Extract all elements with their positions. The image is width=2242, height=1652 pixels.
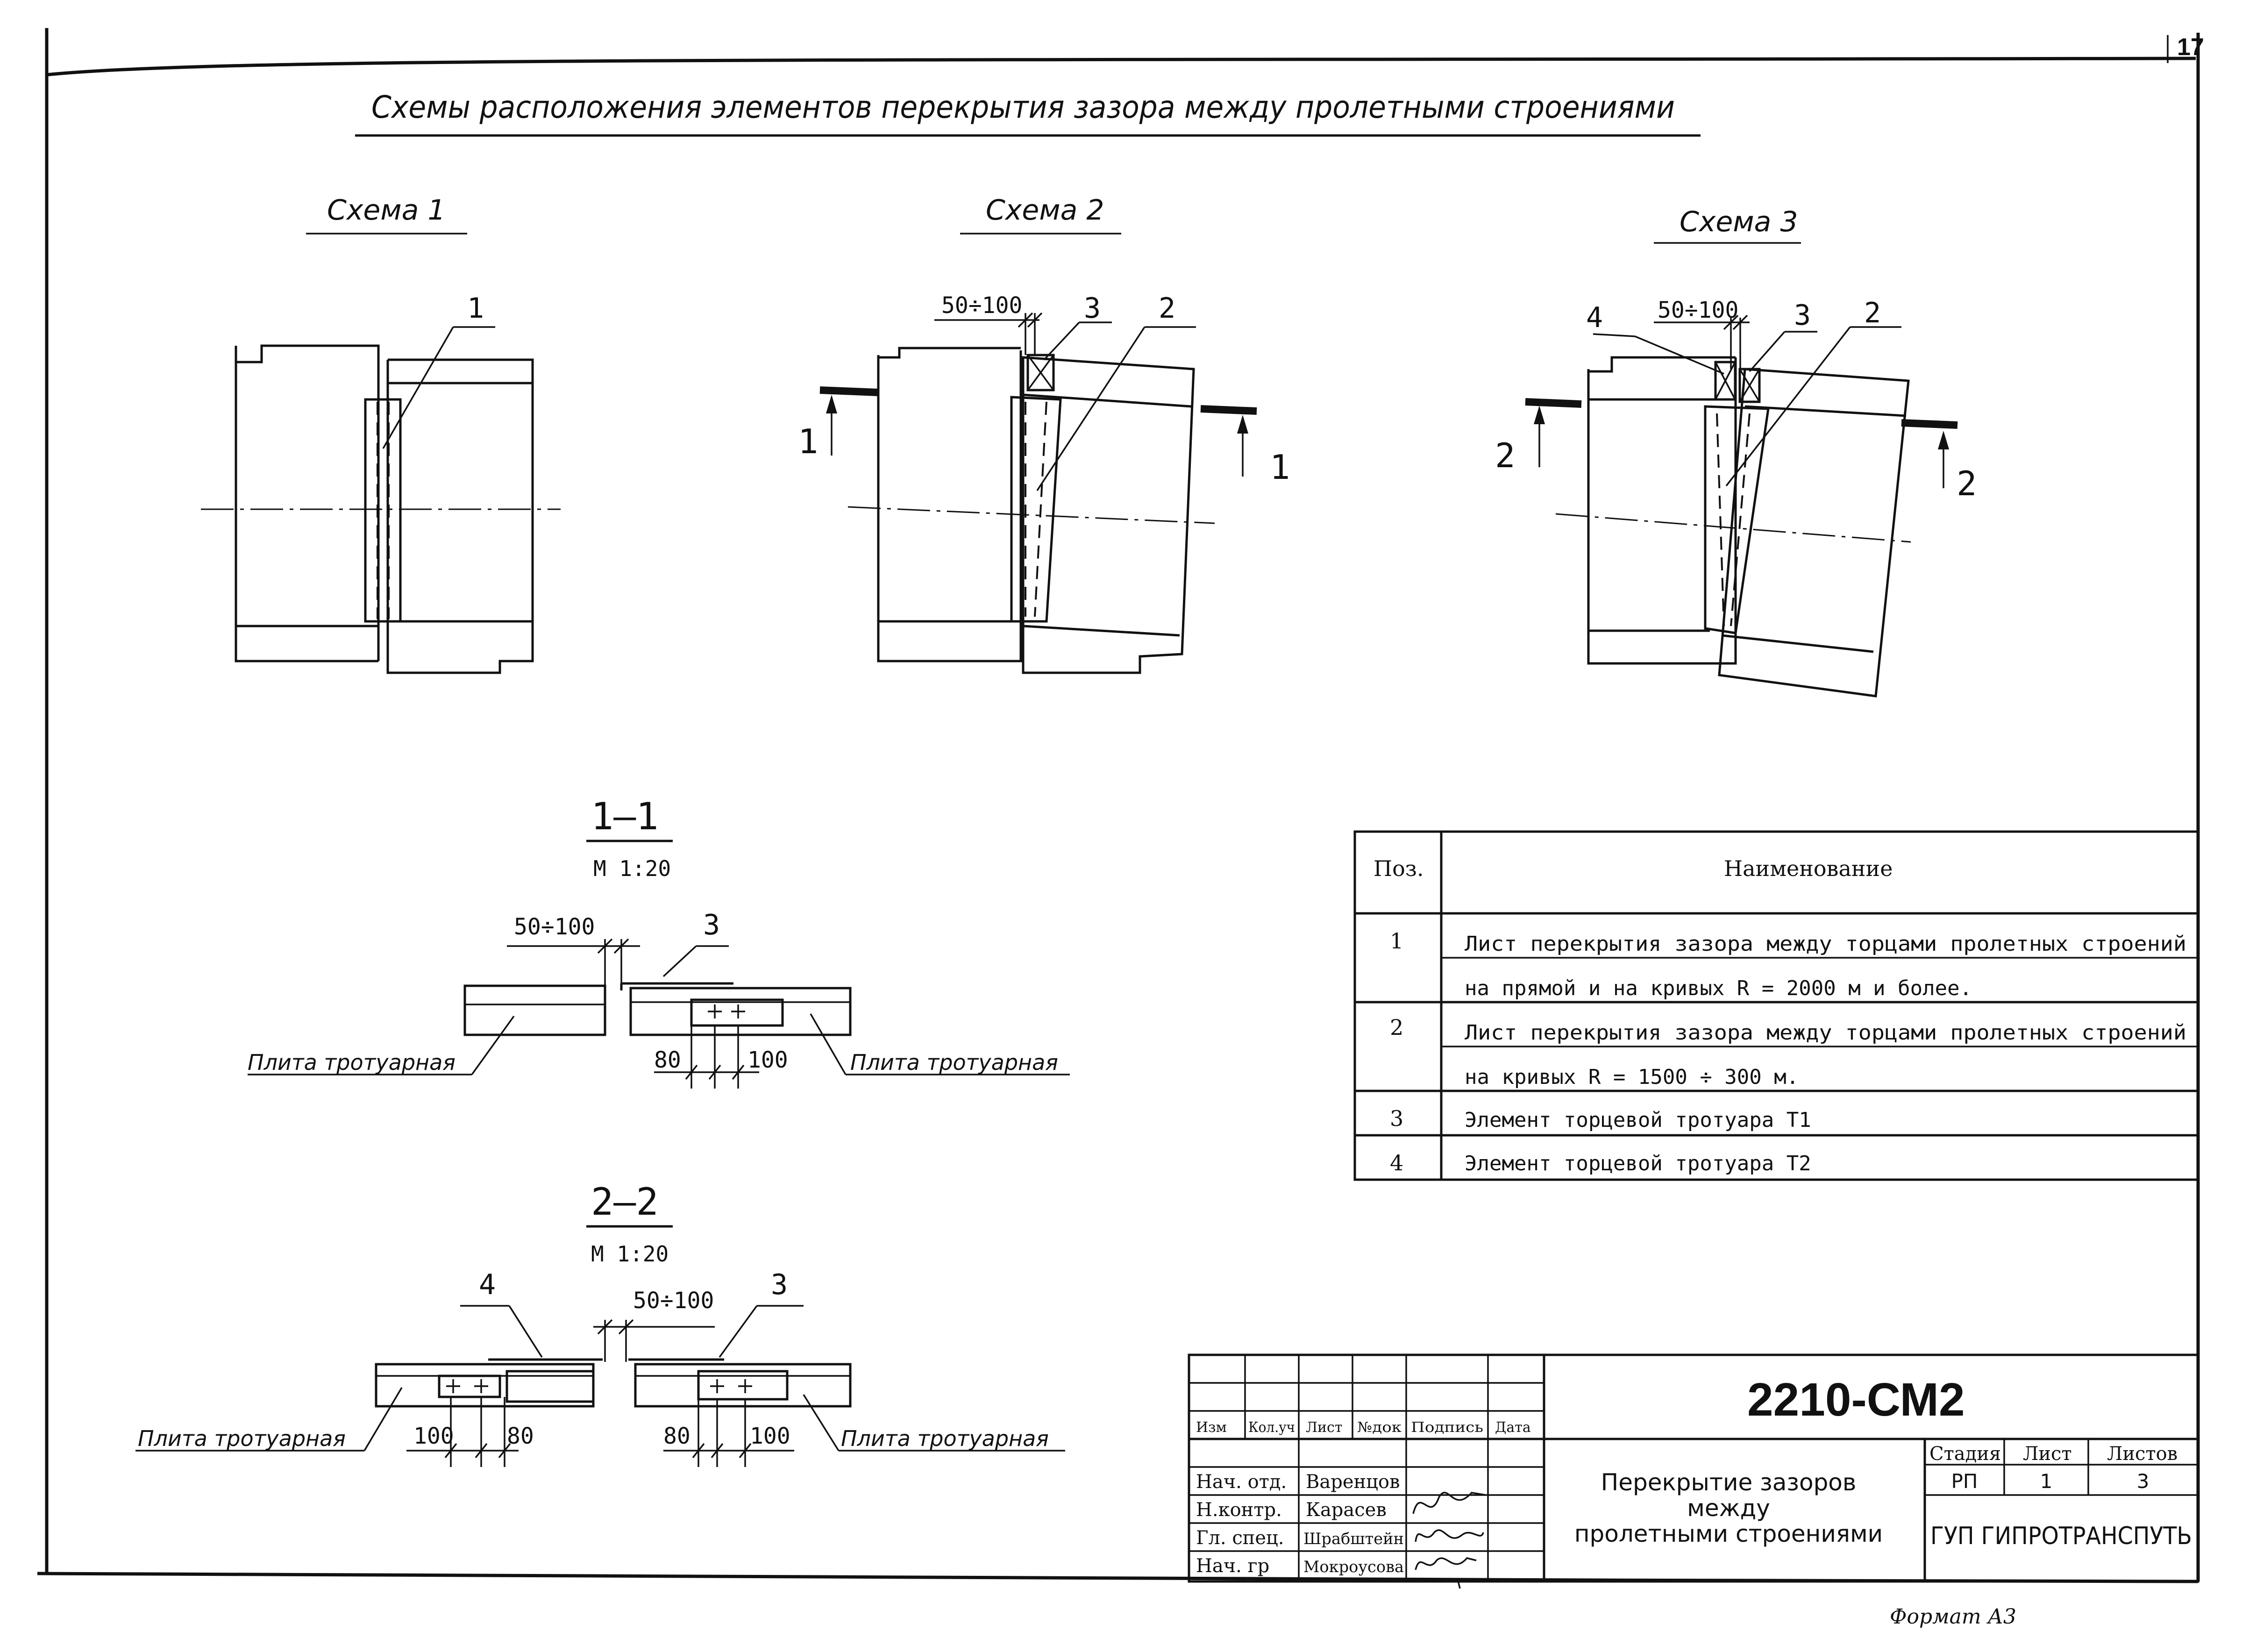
title-block: Изм Кол.уч Лист №док Подпись Дата Нач. о…: [1188, 1353, 2199, 1589]
section-2-2-dim-right-80: 80: [663, 1423, 690, 1449]
scheme-3-callout-4: 4: [1586, 301, 1603, 334]
tb-desc-2: между: [1687, 1495, 1770, 1522]
tb-sheet-header: Лист: [2023, 1443, 2072, 1465]
tb-name-1: Варенцов: [1306, 1471, 1400, 1493]
tb-stage-value: РП: [1951, 1470, 1978, 1493]
scheme-2-callout-2: 2: [1159, 292, 1175, 325]
spec-row-4-pos: 4: [1390, 1150, 1403, 1175]
section-1-1-gap-dim: 50÷100: [514, 914, 595, 940]
scheme-1: Схема 1 1: [201, 194, 561, 674]
tb-stage-header: Стадия: [1929, 1443, 2001, 1465]
section-2-2-label: 2–2: [591, 1180, 659, 1224]
scheme-3: Схема 3 50÷100 4 3: [1495, 206, 1977, 698]
tb-desc-3: пролетными строениями: [1574, 1520, 1883, 1547]
tb-role-1: Нач. отд.: [1196, 1471, 1287, 1493]
sheet-number: 17: [2177, 34, 2204, 61]
spec-table: Поз. Наименование 1 Лист перекрытия зазо…: [1353, 830, 2199, 1181]
section-2-2-callout-3: 3: [771, 1268, 788, 1301]
section-2-2-slab-left: Плита тротуарная: [138, 1426, 346, 1451]
section-2-2-dim-right-100: 100: [750, 1423, 790, 1449]
scheme-2-section-mark-left: 1: [798, 422, 818, 461]
tb-role-3: Гл. спец.: [1196, 1527, 1284, 1549]
scheme-2-dim: 50÷100: [941, 292, 1022, 319]
tb-sheets-value: 3: [2137, 1470, 2149, 1493]
tb-col-podpis: Подпись: [1411, 1419, 1483, 1436]
section-2-2-slab-right: Плита тротуарная: [841, 1426, 1049, 1451]
tb-col-izm: Изм: [1196, 1419, 1227, 1436]
spec-row-4-name: Элемент торцевой тротуара Т2: [1465, 1152, 1811, 1175]
section-1-1-dim-80: 80: [654, 1047, 681, 1073]
spec-header-pos: Поз.: [1374, 856, 1424, 881]
tb-role-4: Нач. гр: [1196, 1555, 1269, 1577]
spec-row-2-name: Лист перекрытия зазора между торцами про…: [1465, 1021, 2186, 1045]
sheet-frame: [37, 28, 2200, 1583]
tb-col-list: Лист: [1306, 1419, 1342, 1436]
spec-row-2-pos: 2: [1390, 1015, 1403, 1040]
tb-role-2: Н.контр.: [1196, 1499, 1282, 1521]
tb-col-koluch: Кол.уч: [1248, 1419, 1295, 1436]
signature-mokrousova: [1415, 1557, 1477, 1589]
spec-row-2b-name: на кривых R = 1500 ÷ 300 м.: [1465, 1065, 1799, 1089]
scheme-3-dim: 50÷100: [1658, 297, 1738, 323]
tb-code: 2210-СМ2: [1747, 1374, 1965, 1426]
spec-row-1b-name: на прямой и на кривых R = 2000 м и более…: [1465, 976, 1972, 1000]
drawing-title: Схемы расположения элементов перекрытия …: [371, 89, 1675, 125]
spec-row-1-pos: 1: [1390, 928, 1403, 954]
tb-sheets-header: Листов: [2107, 1443, 2178, 1465]
section-1-1-dim-100: 100: [747, 1047, 788, 1073]
tb-col-data: Дата: [1495, 1419, 1531, 1436]
tb-name-2: Карасев: [1306, 1499, 1387, 1521]
tb-name-4: Мокроусова: [1303, 1558, 1404, 1576]
signature-karasev: [1412, 1492, 1486, 1514]
scheme-3-label: Схема 3: [1680, 206, 1798, 238]
tb-organization: ГУП ГИПРОТРАНСПУТЬ: [1930, 1522, 2192, 1550]
section-2-2-scale: М 1:20: [591, 1241, 669, 1267]
section-2-2-gap-dim: 50÷100: [633, 1288, 714, 1314]
tb-name-3: Шрабштейн: [1303, 1530, 1404, 1548]
section-1-1-slab-right: Плита тротуарная: [850, 1050, 1058, 1075]
tb-col-ndok: №док: [1357, 1419, 1402, 1436]
section-2-2: 2–2 М 1:20 50÷100 4 3 100: [135, 1180, 1065, 1467]
spec-row-3-name: Элемент торцевой тротуара Т1: [1465, 1108, 1811, 1132]
scheme-3-callout-3: 3: [1794, 299, 1811, 332]
tb-sheet-value: 1: [2040, 1470, 2053, 1493]
scheme-1-callout-1: 1: [467, 292, 484, 325]
section-2-2-dim-left-100: 100: [413, 1423, 454, 1449]
scheme-3-section-mark-right: 2: [1957, 464, 1977, 503]
section-1-1-label: 1–1: [591, 795, 659, 838]
scheme-2-label: Схема 2: [986, 194, 1104, 227]
scheme-2-section-mark-right: 1: [1270, 448, 1290, 487]
spec-row-1-name: Лист перекрытия зазора между торцами про…: [1465, 932, 2186, 956]
scheme-2: Схема 2 50÷100 3 2: [798, 194, 1290, 674]
section-1-1-callout-3: 3: [703, 909, 720, 941]
tb-desc-1: Перекрытие зазоров: [1601, 1469, 1857, 1496]
format-label: Формат А3: [1890, 1605, 2016, 1629]
spec-row-3-pos: 3: [1390, 1106, 1403, 1131]
scheme-3-section-mark-left: 2: [1495, 436, 1515, 475]
signature-shrabshtein: [1415, 1529, 1484, 1542]
section-2-2-dim-left-80: 80: [507, 1423, 534, 1449]
scheme-2-callout-3: 3: [1084, 292, 1101, 325]
spec-header-name: Наименование: [1724, 856, 1893, 881]
scheme-3-callout-2: 2: [1864, 297, 1881, 329]
section-1-1: 1–1 М 1:20 50÷100 3 80 100: [248, 795, 1070, 1089]
section-1-1-scale: М 1:20: [593, 856, 671, 881]
scheme-1-label: Схема 1: [327, 194, 446, 227]
section-2-2-callout-4: 4: [479, 1268, 496, 1301]
section-1-1-slab-left: Плита тротуарная: [248, 1050, 456, 1075]
